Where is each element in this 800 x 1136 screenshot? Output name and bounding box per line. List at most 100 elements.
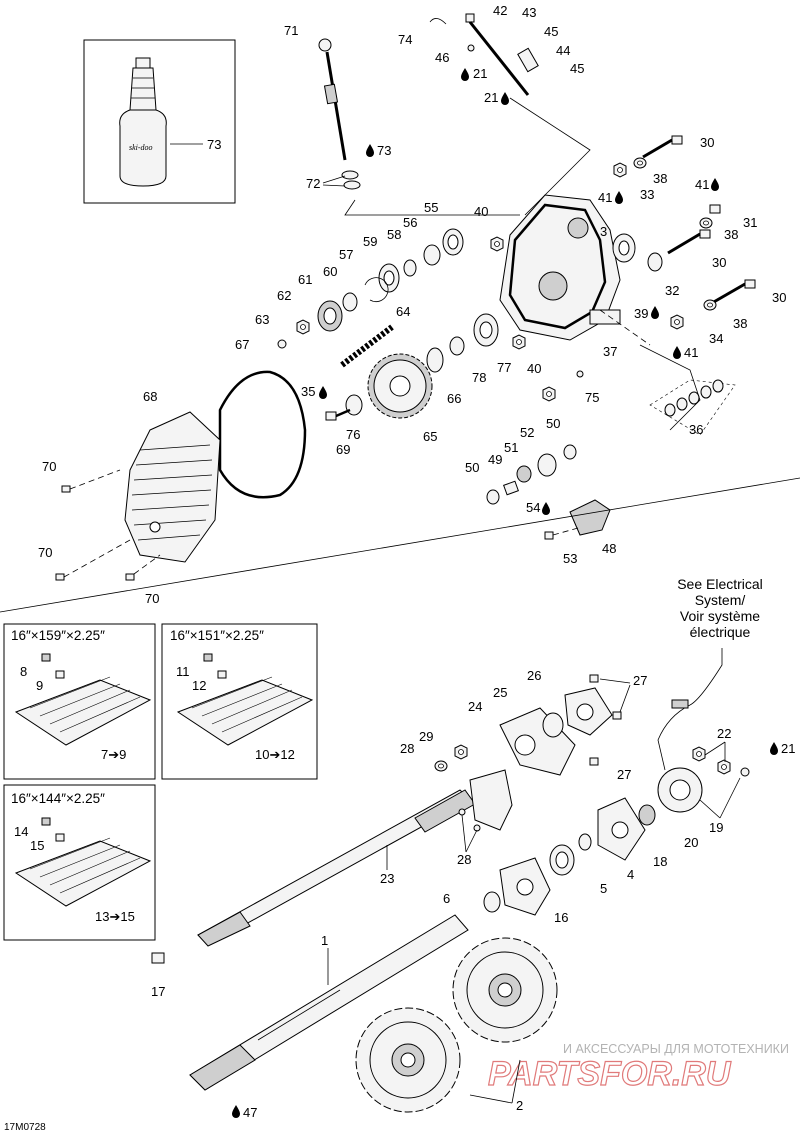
chaincase-housing-37 xyxy=(499,194,621,341)
bearing-59 xyxy=(378,263,400,293)
callout-21c: 21 xyxy=(781,741,795,756)
ring-58 xyxy=(403,259,417,277)
callout-42: 42 xyxy=(493,3,507,18)
callout-50a: 50 xyxy=(546,416,560,431)
dipstick-71 xyxy=(318,38,361,190)
callout-49: 49 xyxy=(488,452,502,467)
callout-61: 61 xyxy=(298,272,312,287)
callout-39: 39 xyxy=(634,306,648,321)
gear-65 xyxy=(367,353,433,419)
sensor-ring-19 xyxy=(657,767,703,813)
bolt-27c xyxy=(589,757,599,766)
plug-75 xyxy=(576,370,584,378)
nut-33 xyxy=(613,162,627,178)
callout-63: 63 xyxy=(255,312,269,327)
callout-5: 5 xyxy=(600,881,607,896)
ring-6 xyxy=(483,891,501,913)
callout-54: 54 xyxy=(526,500,540,515)
callout-35: 35 xyxy=(301,384,315,399)
callout-65: 65 xyxy=(423,429,437,444)
callout-20: 20 xyxy=(684,835,698,850)
callout-36: 36 xyxy=(689,422,703,437)
washer-28a xyxy=(434,760,448,772)
seal-4 xyxy=(578,833,592,851)
callout-38b: 38 xyxy=(724,227,738,242)
nut-22b xyxy=(717,759,731,775)
callout-41b: 41 xyxy=(695,177,709,192)
shim-set-36 xyxy=(639,344,736,436)
track-illustration-151 xyxy=(176,653,314,746)
track-part-13-15: 13➔15 xyxy=(95,909,135,924)
nut-34 xyxy=(670,314,684,330)
bushing-32 xyxy=(647,252,663,272)
callout-26: 26 xyxy=(527,668,541,683)
housing-24 xyxy=(499,707,576,776)
callout-55: 55 xyxy=(424,200,438,215)
track-part-7-9: 7➔9 xyxy=(101,747,126,762)
snap-ring-57 xyxy=(364,277,389,303)
bearing-5 xyxy=(549,844,575,876)
bolt-31 xyxy=(709,204,721,214)
screw-70c xyxy=(125,554,161,581)
sprocket-61 xyxy=(317,300,343,332)
callout-50b: 50 xyxy=(465,460,479,475)
nut-29 xyxy=(454,744,468,760)
callout-70a: 70 xyxy=(42,459,56,474)
bearing-77 xyxy=(473,313,499,347)
drive-shaft-23 xyxy=(197,789,476,947)
callout-25: 25 xyxy=(493,685,507,700)
callout-4: 4 xyxy=(627,867,634,882)
track-box-title-159: 16″×159″×2.25″ xyxy=(11,628,105,643)
track-part-10-12: 10➔12 xyxy=(255,747,295,762)
oil-bottle-icon: ski-doo xyxy=(119,57,203,187)
drive-sprocket-2a xyxy=(355,1007,461,1113)
callout-1: 1 xyxy=(321,933,328,948)
callout-72: 72 xyxy=(306,176,320,191)
track-box-title-151: 16″×151″×2.25″ xyxy=(170,628,264,643)
sensor-20 xyxy=(638,804,656,826)
bearing-3 xyxy=(612,233,636,263)
pin-63 xyxy=(277,339,287,349)
chaincase-cover-68 xyxy=(124,411,221,563)
callout-46: 46 xyxy=(435,50,449,65)
callout-21b: 21 xyxy=(484,90,498,105)
svg-text:System/: System/ xyxy=(695,592,746,608)
screw-70b xyxy=(55,539,131,581)
callout-38a: 38 xyxy=(653,171,667,186)
callout-41c: 41 xyxy=(684,345,698,360)
callout-30a: 30 xyxy=(700,135,714,150)
callout-62: 62 xyxy=(277,288,291,303)
housing-16 xyxy=(499,857,551,916)
callout-2: 2 xyxy=(516,1098,523,1113)
callout-34: 34 xyxy=(709,331,723,346)
plate-18 xyxy=(597,797,646,861)
track-illustration-144 xyxy=(14,817,152,907)
callout-30b: 30 xyxy=(712,255,726,270)
callout-27b: 27 xyxy=(617,767,631,782)
track-box-title-144: 16″×144″×2.25″ xyxy=(11,791,105,806)
callout-29: 29 xyxy=(419,729,433,744)
callout-21a: 21 xyxy=(473,66,487,81)
callout-74: 74 xyxy=(398,32,412,47)
watermark-brand: PARTSFOR.RU xyxy=(488,1055,732,1093)
watermark-caption: И АКСЕССУАРЫ ДЛЯ МОТОТЕХНИКИ xyxy=(563,1042,789,1056)
track-part-11: 11 xyxy=(176,664,190,679)
bolt-30b xyxy=(667,229,711,255)
callout-44: 44 xyxy=(556,43,570,58)
callout-68: 68 xyxy=(143,389,157,404)
callout-40b: 40 xyxy=(527,361,541,376)
callout-38c: 38 xyxy=(733,316,747,331)
callout-28a: 28 xyxy=(400,741,414,756)
ring-66 xyxy=(426,347,444,373)
callout-24: 24 xyxy=(468,699,482,714)
track-part-12: 12 xyxy=(192,678,206,693)
svg-text:Voir système: Voir système xyxy=(680,608,760,624)
callout-78: 78 xyxy=(472,370,486,385)
callout-76: 76 xyxy=(346,427,360,442)
track-part-14: 14 xyxy=(14,824,28,839)
ring-60 xyxy=(342,292,358,312)
mount-plate-28b xyxy=(469,769,513,831)
svg-text:See Electrical: See Electrical xyxy=(677,576,763,592)
bolt-30a xyxy=(642,135,683,159)
